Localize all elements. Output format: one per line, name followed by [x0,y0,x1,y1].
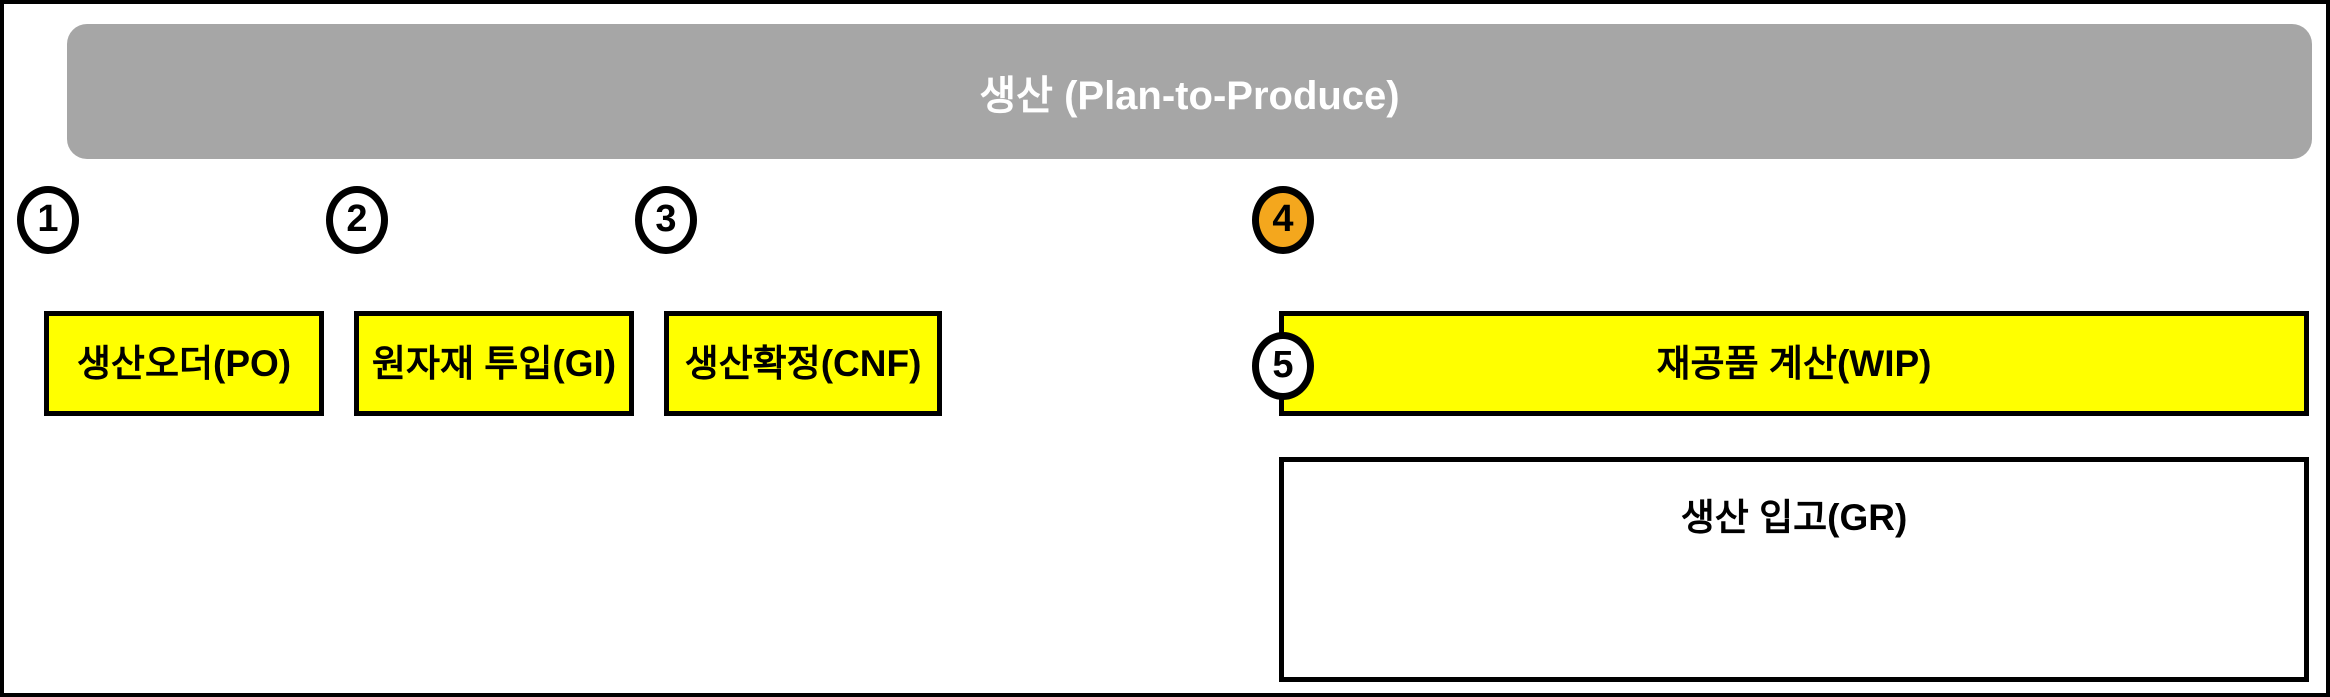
step-label-3: 생산확정(CNF) [684,343,922,384]
step-number-4: 4 [1272,198,1294,240]
step-badge-2[interactable]: 2 [326,186,388,254]
step-number-2: 2 [346,198,368,240]
step-badge-1[interactable]: 1 [17,186,79,254]
step-box-4[interactable]: 재공품 계산(WIP) [1279,311,2309,416]
step-box-2[interactable]: 원자재 투입(GI) [354,311,634,416]
step-badge-5[interactable]: 5 [1252,332,1314,400]
step-number-5: 5 [1272,344,1294,386]
step-box-3[interactable]: 생산확정(CNF) [664,311,942,416]
step-badge-3[interactable]: 3 [635,186,697,254]
step-number-1: 1 [37,198,59,240]
process-banner: 생산 (Plan-to-Produce) [67,24,2312,159]
step-box-5[interactable]: 생산 입고(GR) [1279,457,2309,682]
banner-title: 생산 (Plan-to-Produce) [979,73,1400,118]
step-label-5: 생산 입고(GR) [1680,497,1908,538]
step-label-1: 생산오더(PO) [76,343,292,384]
step-label-4: 재공품 계산(WIP) [1656,343,1932,384]
step-number-3: 3 [655,198,677,240]
step-label-2: 원자재 투입(GI) [371,343,617,384]
step-box-1[interactable]: 생산오더(PO) [44,311,324,416]
step-badge-4[interactable]: 4 [1252,186,1314,254]
